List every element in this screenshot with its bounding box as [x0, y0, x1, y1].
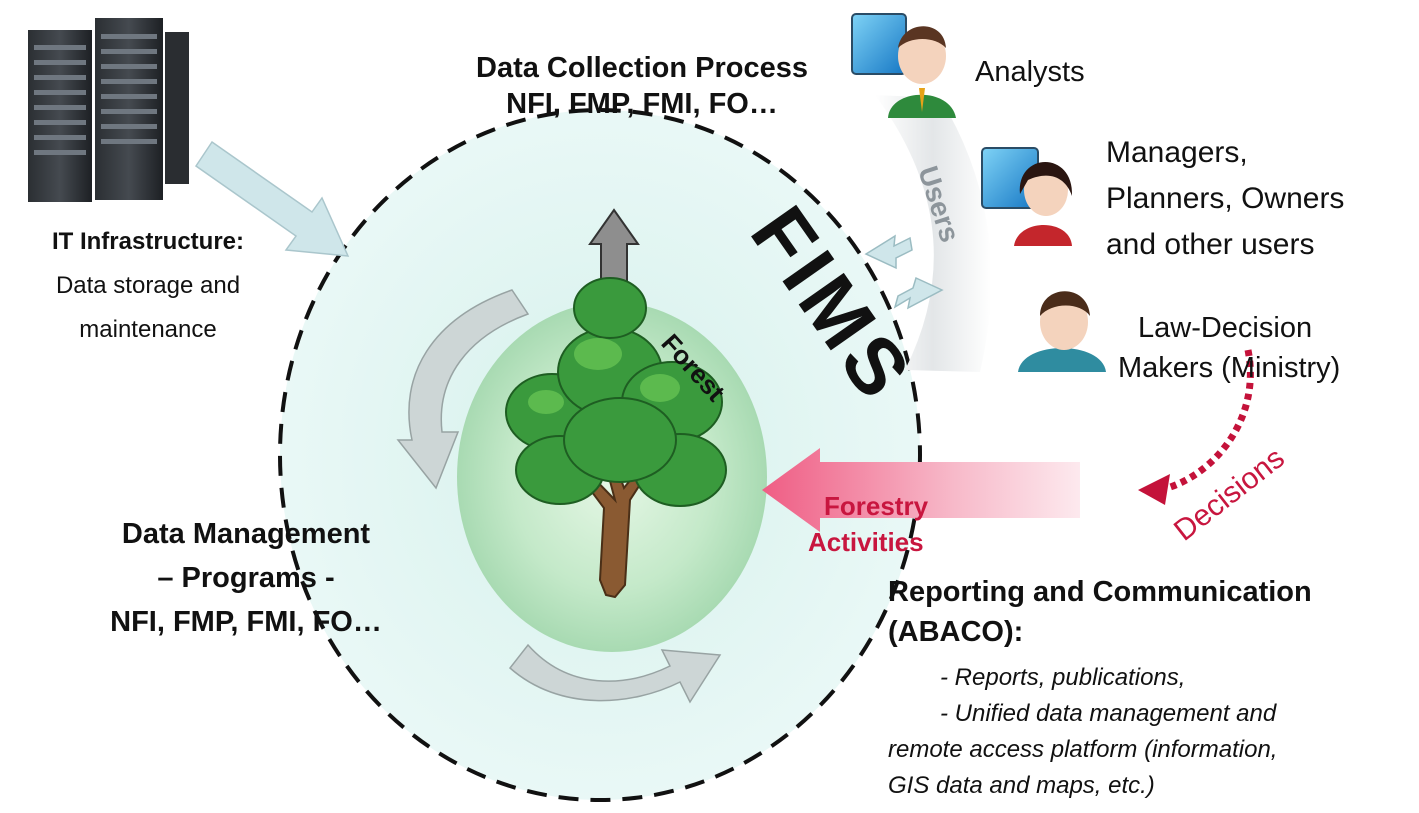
- managers-line2: Planners, Owners: [1106, 182, 1345, 215]
- management-line2: – Programs -: [157, 562, 335, 594]
- collection-line1: Data Collection Process: [476, 52, 808, 84]
- it-line1: Data storage and: [55, 272, 241, 299]
- server-rack-icon: [28, 18, 189, 202]
- cycle-arrow-bottom: [508, 643, 722, 704]
- managers-line3: and other users: [1106, 228, 1315, 261]
- management-label: Data Management – Programs - NFI, FMP, F…: [66, 512, 426, 644]
- collection-title: Data Collection Process NFI, FMP, FMI, F…: [452, 50, 832, 122]
- manager-avatar-icon: [981, 147, 1073, 246]
- reporting-item-3: remote access platform (information,: [888, 736, 1278, 763]
- forestry-activities-label: Forestry Activities: [808, 488, 928, 560]
- users-arrow-out: [893, 276, 944, 310]
- forestry-activities-arrow: [762, 448, 1080, 532]
- management-line3: NFI, FMP, FMI, FO…: [110, 606, 382, 638]
- users-arrow-in: [864, 234, 913, 270]
- managers-line1: Managers,: [1106, 136, 1248, 169]
- cycle-arrow-left: [396, 289, 530, 490]
- reporting-item-2: - Unified data management and: [940, 700, 1277, 727]
- tree-icon: [505, 277, 727, 599]
- decisions-arrow: [1159, 349, 1254, 494]
- reporting-item-4: GIS data and maps, etc.): [888, 772, 1155, 799]
- it-line2: maintenance: [79, 316, 217, 343]
- analysts-label: Analysts: [975, 56, 1085, 88]
- it-infrastructure-label: IT Infrastructure: Data storage and main…: [12, 220, 284, 352]
- activities-line2: Activities: [808, 527, 924, 557]
- reporting-item-1: - Reports, publications,: [940, 664, 1186, 691]
- decisions-arrowhead: [1138, 474, 1170, 505]
- users-band: [875, 95, 992, 372]
- reporting-line1: Reporting and Communication: [888, 576, 1312, 608]
- management-line1: Data Management: [121, 518, 371, 550]
- law-line2: Makers (Ministry): [1118, 352, 1341, 384]
- law-makers-label: Law-Decision Makers (Ministry): [1118, 308, 1340, 388]
- managers-label: Managers, Planners, Owners and other use…: [1106, 130, 1344, 268]
- decisions-label: Decisions: [1168, 441, 1291, 547]
- activities-line1: Forestry: [824, 491, 929, 521]
- analyst-avatar-icon: [851, 13, 956, 118]
- law-line1: Law-Decision: [1138, 312, 1313, 344]
- fims-circle-border: [278, 108, 922, 802]
- reporting-block: Reporting and Communication (ABACO):: [888, 572, 1312, 652]
- it-title: IT Infrastructure:: [51, 228, 245, 255]
- it-arrow: [194, 140, 350, 257]
- collection-arrow: [588, 208, 640, 285]
- law-maker-avatar-icon: [1018, 291, 1106, 372]
- collection-line2: NFI, FMP, FMI, FO…: [506, 88, 778, 120]
- reporting-items: - Reports, publications, - Unified data …: [888, 660, 1277, 804]
- reporting-line2: (ABACO):: [888, 616, 1024, 648]
